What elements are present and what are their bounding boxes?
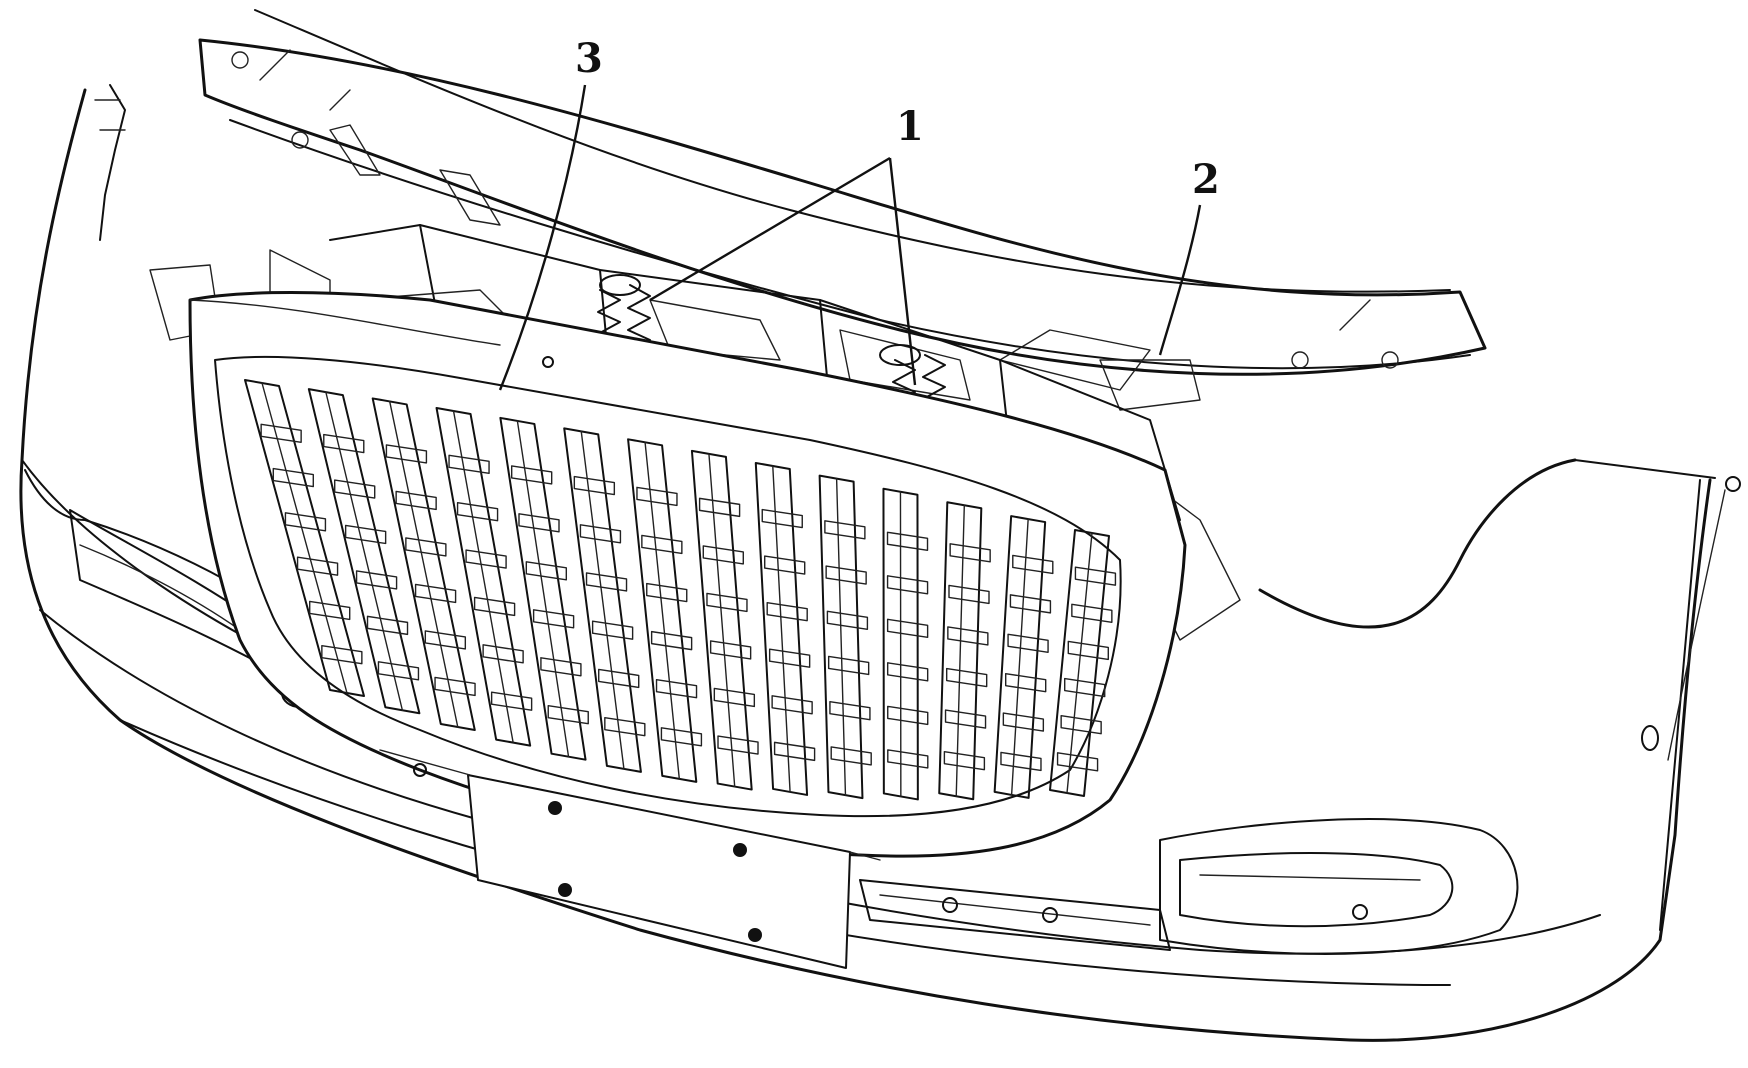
grille-slat [435,406,533,747]
callout-1: 1 [649,103,924,386]
grille-slat [499,416,589,761]
callout-2: 2 [1158,156,1220,356]
callout-3: 3 [498,35,603,391]
grille-slat [938,501,991,801]
grille-slat [1049,529,1117,797]
grille-slat [754,461,816,796]
callout-2-number: 2 [1192,156,1220,203]
grille-slat [818,474,872,800]
grille-slat [244,379,365,697]
callout-3-number: 3 [575,35,603,82]
grille-surround [188,291,1187,858]
grille-slat [690,449,759,791]
grille-slat [307,388,421,715]
grille-slat [993,515,1054,799]
license-plate-mount [379,749,881,969]
grille-slat [882,487,929,801]
grille-slat [563,427,646,773]
grille-slat [371,397,476,731]
grille-slat [627,438,703,783]
callout-1-number: 1 [896,103,924,150]
grille-slats [244,379,1117,801]
